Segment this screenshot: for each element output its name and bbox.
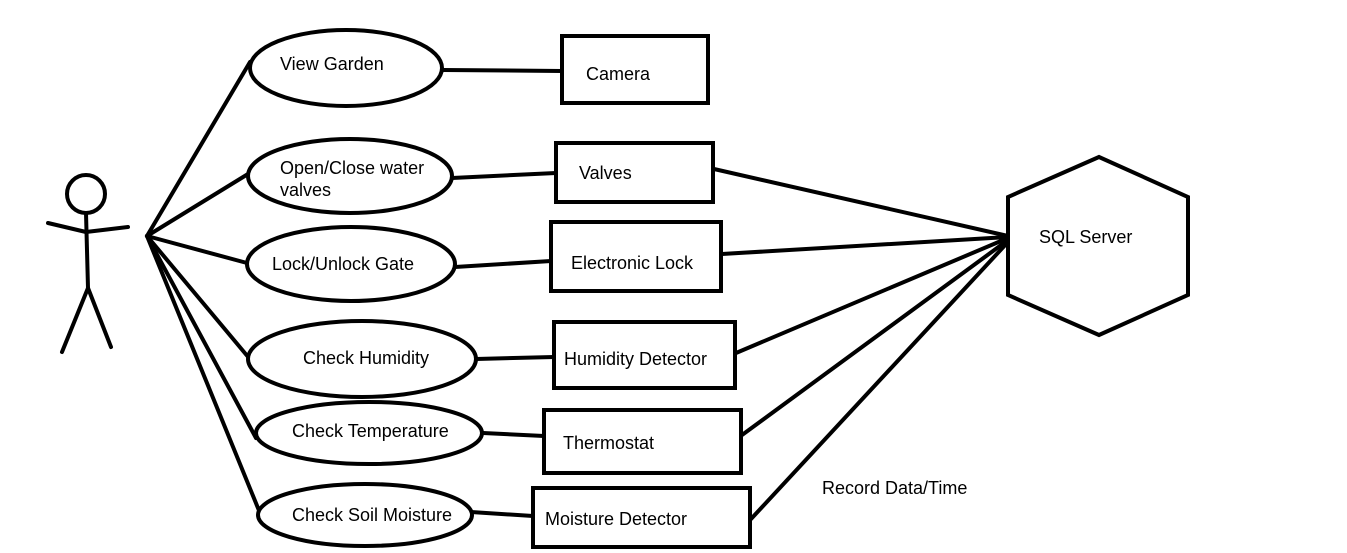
component-label-electronic-lock: Electronic Lock	[571, 253, 694, 273]
component-label-thermostat: Thermostat	[563, 433, 655, 453]
component-humidity-detector	[552, 320, 737, 390]
connector-actor-check-temperature	[145, 234, 258, 440]
use-case-ellipses	[245, 28, 484, 548]
record-data-time-annotation: Record Data/Time	[822, 478, 968, 498]
component-label-moisture-detector: Moisture Detector	[545, 509, 688, 529]
actor-right-leg	[86, 286, 113, 349]
component-valves	[554, 141, 715, 204]
component-moisture-detector	[531, 486, 752, 549]
use-case-label-view-garden: View Garden	[280, 54, 384, 74]
use-case-label-check-temperature: Check Temperature	[292, 421, 449, 441]
actor-stick-figure	[46, 173, 130, 354]
connector-actor-check-soil-moisture	[145, 234, 262, 515]
sql-server-hexagon	[1006, 154, 1190, 338]
use-case-view-garden	[248, 28, 444, 108]
connector-lock-server	[720, 235, 1010, 256]
sql-server-label: SQL Server	[1039, 227, 1133, 247]
component-camera	[560, 34, 710, 105]
connector-moisture-server	[749, 240, 1010, 521]
actor-body	[84, 211, 90, 290]
use-case-label-open-close-valves: Open/Close water valves	[280, 158, 425, 200]
use-case-check-soil-moisture	[256, 482, 474, 548]
connector-actor-open-close-valves	[145, 172, 250, 238]
use-case-lock-unlock-gate	[245, 225, 457, 303]
server-connectors	[712, 167, 1010, 521]
connector-actor-lock-unlock-gate	[145, 234, 249, 265]
component-label-camera: Camera	[586, 64, 651, 84]
connector-thermostat	[481, 431, 546, 438]
use-case-label-check-humidity: Check Humidity	[303, 348, 430, 368]
connector-electronic-lock	[453, 259, 553, 269]
connector-actor-check-humidity	[145, 234, 251, 360]
usecase-component-connectors	[441, 68, 564, 518]
component-thermostat	[542, 408, 743, 475]
actor-left-arm	[46, 221, 88, 234]
use-case-label-check-soil-moisture: Check Soil Moisture	[292, 505, 453, 525]
connector-valves-server	[712, 167, 1010, 238]
use-case-check-humidity	[246, 319, 478, 399]
connector-view-garden-camera	[441, 68, 564, 73]
connector-humidity-server	[734, 236, 1010, 355]
component-boxes	[531, 34, 752, 549]
connector-actor-view-garden	[145, 60, 252, 238]
connector-thermostat-server	[740, 238, 1010, 437]
connector-valves	[450, 171, 558, 180]
use-case-check-temperature	[254, 400, 484, 466]
connector-moisture-detector	[469, 510, 535, 518]
use-case-label-lock-unlock-gate: Lock/Unlock Gate	[272, 254, 415, 274]
component-electronic-lock	[549, 220, 723, 293]
use-case-open-close-valves	[246, 137, 454, 215]
component-label-humidity-detector: Humidity Detector	[564, 349, 708, 369]
component-label-valves: Valves	[579, 163, 632, 183]
actor-right-arm	[84, 225, 130, 234]
actor-connectors	[145, 60, 262, 515]
actor-left-leg	[60, 286, 90, 354]
connector-humidity-detector	[474, 355, 556, 361]
actor-head	[65, 173, 107, 215]
